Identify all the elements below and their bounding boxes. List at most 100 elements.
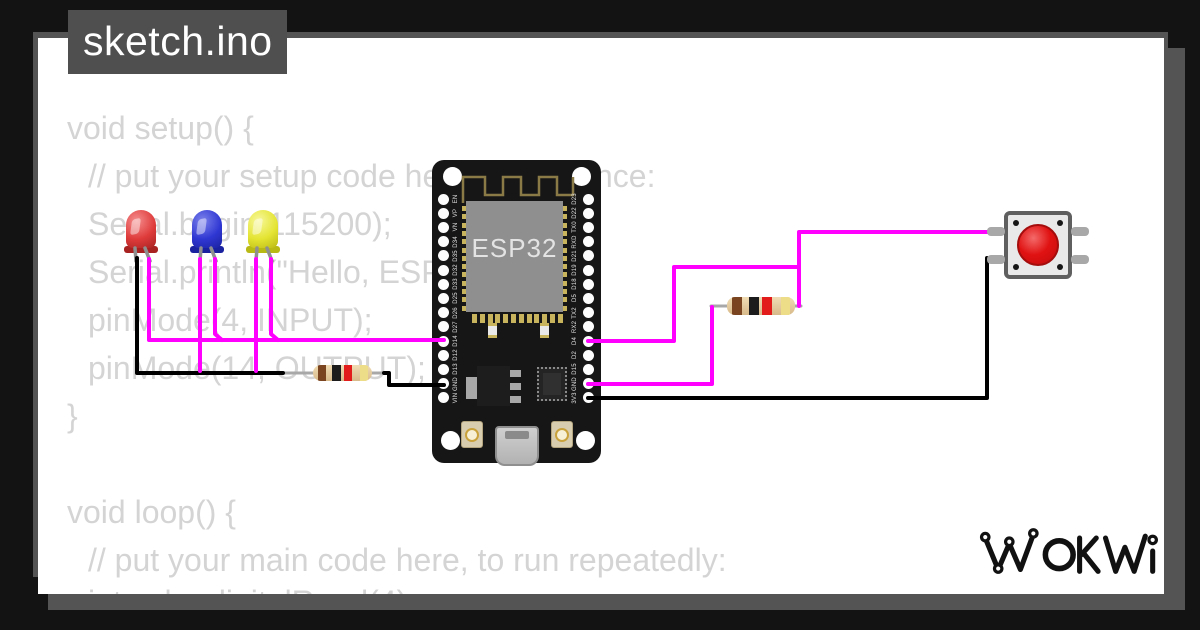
pin-label-d14: D14	[453, 335, 459, 347]
pin-d15[interactable]	[582, 363, 594, 375]
pin-d26[interactable]	[437, 307, 449, 319]
button-leg	[987, 255, 1005, 264]
pin-d21[interactable]	[582, 250, 594, 262]
voltage-regulator	[477, 366, 510, 406]
button-screw	[1057, 220, 1063, 226]
pin-label-tx0: TX0	[572, 221, 578, 234]
pin-label-d22: D22	[572, 207, 578, 219]
code-line: }	[67, 398, 78, 434]
pin-label-d23: D23	[572, 193, 578, 205]
pin-d23[interactable]	[582, 193, 594, 205]
pin-vin[interactable]	[437, 392, 449, 404]
pushbutton-red[interactable]	[987, 211, 1089, 279]
pin-label-d25: D25	[453, 292, 459, 305]
pin-d12[interactable]	[437, 349, 449, 361]
resistor-band	[343, 365, 352, 381]
pin-gnd[interactable]	[437, 378, 449, 390]
pin-en[interactable]	[437, 193, 449, 205]
led-yellow-dome	[248, 210, 278, 248]
pin-label-vin: VIN	[453, 392, 459, 404]
pin-tx2[interactable]	[582, 307, 594, 319]
pin-label-d5: D5	[572, 294, 578, 303]
pin-d33[interactable]	[437, 278, 449, 290]
pin-d34[interactable]	[437, 236, 449, 248]
pin-label-d32: D32	[453, 264, 459, 276]
regulator-tab	[510, 396, 521, 403]
pin-d13[interactable]	[437, 363, 449, 375]
pin-label-d12: D12	[453, 349, 459, 361]
led-blue-flange	[190, 246, 224, 253]
led-red-dome	[126, 210, 156, 248]
pin-label-d26: D26	[453, 306, 459, 319]
resistor-band	[780, 297, 791, 315]
en-button-cap	[465, 428, 479, 442]
pin-rxd[interactable]	[582, 236, 594, 248]
boot-button[interactable]	[551, 421, 573, 448]
led-yellow[interactable]	[246, 210, 280, 260]
pin-d2[interactable]	[582, 349, 594, 361]
boot-button-cap	[555, 428, 569, 442]
resistor-left[interactable]	[313, 365, 372, 381]
resistor-band	[317, 365, 326, 381]
button-leg	[1071, 255, 1089, 264]
pin-label-gnd: GND	[572, 376, 578, 391]
pin-label-d27: D27	[453, 320, 459, 333]
code-line: void setup() {	[67, 110, 254, 146]
esp32-module-label: ESP32	[471, 233, 558, 263]
led-blue[interactable]	[190, 210, 224, 260]
pin-label-d35: D35	[453, 249, 459, 262]
resistor-band	[732, 297, 742, 315]
pin-d27[interactable]	[437, 321, 449, 333]
pin-label-d33: D33	[453, 278, 459, 290]
usb-uart-chip	[537, 367, 567, 401]
wokwi-logo	[979, 528, 1158, 574]
pin-label-rx2: RX2	[572, 320, 578, 333]
pin-label-d2: D2	[572, 351, 578, 360]
mount-hole	[441, 431, 460, 450]
code-line: int val = digitalRead(4);	[88, 584, 416, 594]
mount-hole	[576, 431, 595, 450]
pin-label-tx2: TX2	[572, 306, 578, 319]
led-red-flange	[124, 246, 158, 253]
pin-d14[interactable]	[437, 335, 449, 347]
pushbutton-cap[interactable]	[1017, 224, 1059, 266]
pin-d19[interactable]	[582, 264, 594, 276]
sketch-card: void setup() {// put your setup code her…	[38, 38, 1164, 594]
resistor-band	[749, 297, 759, 315]
pin-vn[interactable]	[437, 221, 449, 233]
pin-label-vn: VN	[453, 223, 459, 232]
capacitor	[488, 323, 497, 338]
pin-tx0[interactable]	[582, 221, 594, 233]
pin-rx2[interactable]	[582, 321, 594, 333]
en-button[interactable]	[461, 421, 483, 448]
led-red[interactable]	[124, 210, 158, 260]
pin-d32[interactable]	[437, 264, 449, 276]
pin-d25[interactable]	[437, 292, 449, 304]
resistor-band	[359, 365, 368, 381]
pin-d22[interactable]	[582, 207, 594, 219]
pin-d35[interactable]	[437, 250, 449, 262]
pin-3v3[interactable]	[582, 392, 594, 404]
pin-gnd[interactable]	[582, 378, 594, 390]
pin-label-rxd: RXD	[572, 234, 578, 249]
pin-label-d21: D21	[572, 249, 578, 262]
pin-label-d19: D19	[572, 264, 578, 276]
pin-d5[interactable]	[582, 292, 594, 304]
button-screw	[1013, 264, 1019, 270]
pin-d4[interactable]	[582, 335, 594, 347]
mount-hole	[572, 167, 591, 186]
pin-label-d34: D34	[453, 235, 459, 248]
led-yellow-flange	[246, 246, 280, 253]
button-leg	[1071, 227, 1089, 236]
code-line: // put your main code here, to run repea…	[88, 542, 727, 578]
resistor-band	[332, 365, 341, 381]
pin-d18[interactable]	[582, 278, 594, 290]
capacitor	[540, 323, 549, 338]
resistor-right[interactable]	[727, 297, 795, 315]
antenna-trace-icon	[461, 175, 575, 203]
pin-label-d18: D18	[572, 278, 578, 290]
code-line: pinMode(14, OUTPUT);	[88, 350, 426, 386]
pin-vp[interactable]	[437, 207, 449, 219]
